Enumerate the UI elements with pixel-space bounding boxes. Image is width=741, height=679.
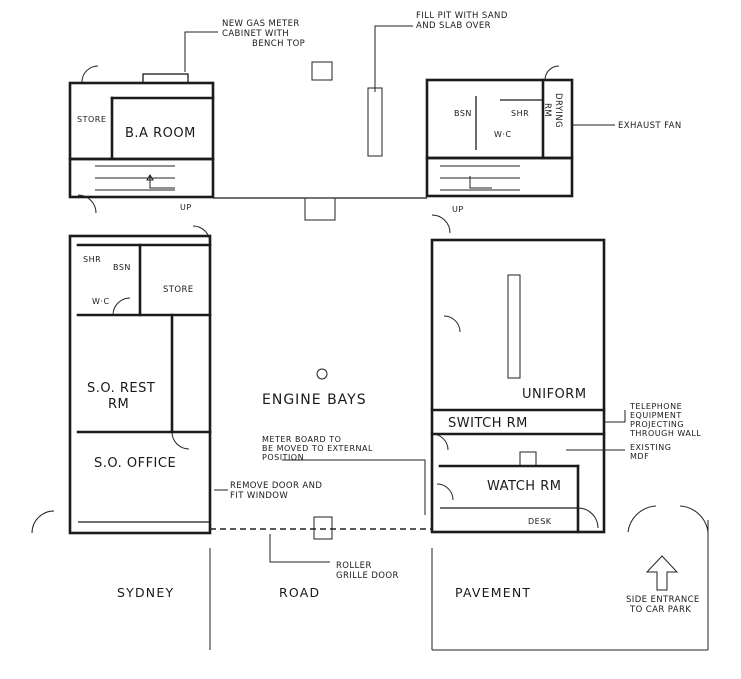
note-roller-grille-2: GRILLE DOOR: [336, 571, 399, 581]
room-label-wc: W·C: [92, 297, 110, 306]
street-label-road: ROAD: [279, 585, 320, 600]
note-gas-meter-1: NEW GAS METER: [222, 19, 300, 29]
room-label-ba-room: B.A ROOM: [125, 126, 196, 141]
stair-label-up: UP: [180, 203, 192, 212]
fixture-label-bsn: BSN: [113, 263, 131, 272]
uniform-locker: [507, 274, 521, 379]
gas-meter-cabinet: [142, 73, 189, 84]
stair-arrow: [149, 175, 175, 189]
note-existing-mdf-2: MDF: [630, 452, 649, 461]
gate-swing: [627, 505, 657, 533]
room-label-store-mid: STORE: [163, 285, 194, 295]
door-swing: [544, 65, 560, 81]
note-existing-mdf-1: EXISTING: [630, 443, 671, 452]
top-right-block: [425, 78, 574, 160]
note-side-entrance-1: SIDE ENTRANCE: [626, 595, 700, 605]
rear-pier: [304, 197, 336, 221]
door-swing: [431, 214, 451, 234]
note-gas-meter-2: CABINET WITH: [222, 29, 289, 39]
right-wing-walls: [425, 65, 606, 534]
bay-centre-marker: [316, 368, 328, 380]
note-telephone-3: PROJECTING: [630, 420, 684, 429]
right-stair-block: [425, 156, 574, 198]
engine-bay-structure: [184, 25, 709, 651]
note-meter-board-1: METER BOARD TO: [262, 435, 341, 444]
room-label-so-rest-rm: RM: [108, 397, 129, 412]
room-label-watch-rm: WATCH RM: [487, 479, 561, 494]
note-fill-pit-1: FILL PIT WITH SAND: [416, 11, 508, 21]
street-label-sydney: SYDNEY: [117, 585, 174, 600]
pit-grate: [311, 61, 333, 81]
note-remove-door-1: REMOVE DOOR AND: [230, 481, 322, 491]
fixture-label-bsn-right: BSN: [454, 109, 472, 118]
stair-label-up-right: UP: [452, 205, 464, 214]
room-label-drying-rm: RM: [542, 103, 552, 117]
fixture-label-shr-right: SHR: [511, 109, 529, 118]
door-swing: [577, 507, 599, 529]
note-fill-pit-2: AND SLAB OVER: [416, 21, 491, 31]
door-swing: [431, 433, 449, 451]
leader-line: [282, 459, 426, 515]
room-label-uniform: UNIFORM: [522, 387, 587, 402]
front-pier: [313, 516, 333, 540]
door-swing: [112, 297, 131, 316]
leader-line: [604, 410, 626, 423]
note-telephone-4: THROUGH WALL: [629, 429, 701, 438]
mdf-box: [519, 451, 537, 467]
right-main-block: [430, 238, 606, 534]
gate-swing: [679, 505, 709, 533]
door-swing: [81, 65, 99, 83]
room-label-store: STORE: [77, 115, 106, 124]
left-wing-walls: [31, 65, 215, 535]
room-label-so-rest: S.O. REST: [87, 381, 155, 396]
note-meter-board-2: BE MOVED TO EXTERNAL: [262, 444, 373, 453]
left-stair-block: [68, 157, 215, 199]
door-swing: [31, 510, 55, 534]
room-label-so-office: S.O. OFFICE: [94, 456, 176, 471]
note-telephone-1: TELEPHONE: [629, 402, 682, 411]
room-label-switch-rm: SWITCH RM: [448, 416, 528, 431]
leader-line: [269, 534, 330, 563]
room-label-engine-bays: ENGINE BAYS: [262, 392, 367, 408]
fixture-label-shr: SHR: [83, 255, 101, 264]
note-telephone-2: EQUIPMENT: [630, 411, 682, 420]
door-swing: [171, 431, 190, 450]
room-label-desk: DESK: [528, 517, 552, 526]
leader-line: [374, 25, 413, 92]
door-swing: [443, 315, 461, 333]
street-labels: SYDNEY ROAD PAVEMENT: [117, 585, 531, 600]
door-swing: [436, 483, 454, 501]
room-labels: STORE B.A ROOM SHR BSN W·C STORE S.O. RE…: [77, 93, 587, 526]
stair-arrow: [469, 176, 492, 189]
room-label-wc-right: W·C: [494, 130, 512, 139]
annotation-notes: NEW GAS METER CABINET WITH BENCH TOP FIL…: [222, 11, 701, 615]
side-entrance-arrow-icon: [645, 555, 679, 591]
note-side-entrance-2: TO CAR PARK: [629, 605, 691, 615]
leader-line: [184, 31, 218, 72]
note-meter-board-3: POSITION: [262, 453, 304, 462]
left-main-block: [68, 234, 212, 535]
note-remove-door-2: FIT WINDOW: [230, 491, 288, 501]
street-label-pavement: PAVEMENT: [455, 585, 531, 600]
note-gas-meter-3: BENCH TOP: [252, 39, 305, 49]
fill-pit: [367, 87, 383, 157]
door-swing: [77, 194, 97, 214]
door-swing: [192, 225, 211, 244]
note-roller-grille-1: ROLLER: [336, 561, 372, 571]
stair-arrow-head: [146, 174, 154, 181]
note-exhaust-fan: EXHAUST FAN: [618, 121, 682, 131]
room-label-drying: DRYING: [553, 93, 563, 128]
